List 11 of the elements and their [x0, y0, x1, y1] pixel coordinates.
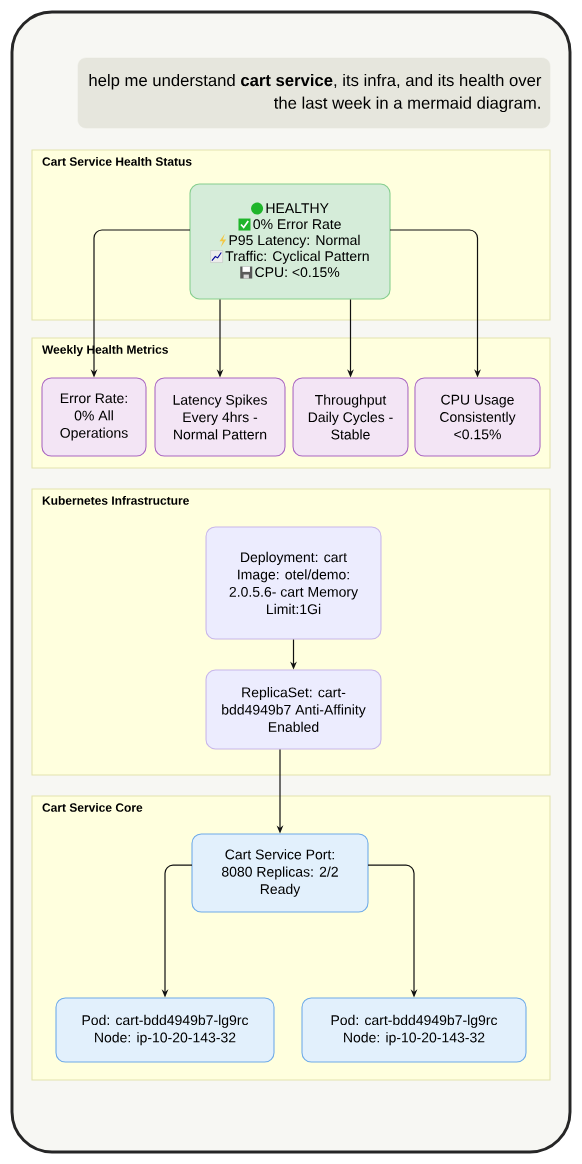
deployment-box: Deployment: cart Image: otel/demo: 2.0.5.6- cart Memory Limit:1Gi — [205, 526, 382, 640]
service-box: Cart Service Port: 8080 Replicas: 2/2 Ready — [191, 833, 369, 913]
metric-box: CPU Usage Consistently <0.15% — [414, 377, 541, 457]
pod-box: Pod: cart-bdd4949b7-lg9rc Node: ip-10-20-143-32 — [301, 997, 527, 1063]
metric-box: Throughput Daily Cycles - Stable — [292, 377, 409, 457]
replicaset-box: ReplicaSet: cart- bdd4949b7 Anti-Affinity Enabled — [205, 669, 382, 750]
metric-box: Latency Spikes Every 4hrs - Normal Pattern — [154, 377, 286, 457]
chat-bubble: help me understand cart service, its infra, and its health over the last week in a mermaid diagram. — [77, 57, 551, 129]
status-box: HEALTHY 0% Error Rate P95 Latency: Normal Traffic: Cyclical Pattern CPU: <0.15% — [189, 183, 391, 300]
metric-box: Error Rate: 0% All Operations — [41, 377, 147, 457]
pod-box: Pod: cart-bdd4949b7-lg9rc Node: ip-10-20-143-32 — [55, 997, 275, 1063]
